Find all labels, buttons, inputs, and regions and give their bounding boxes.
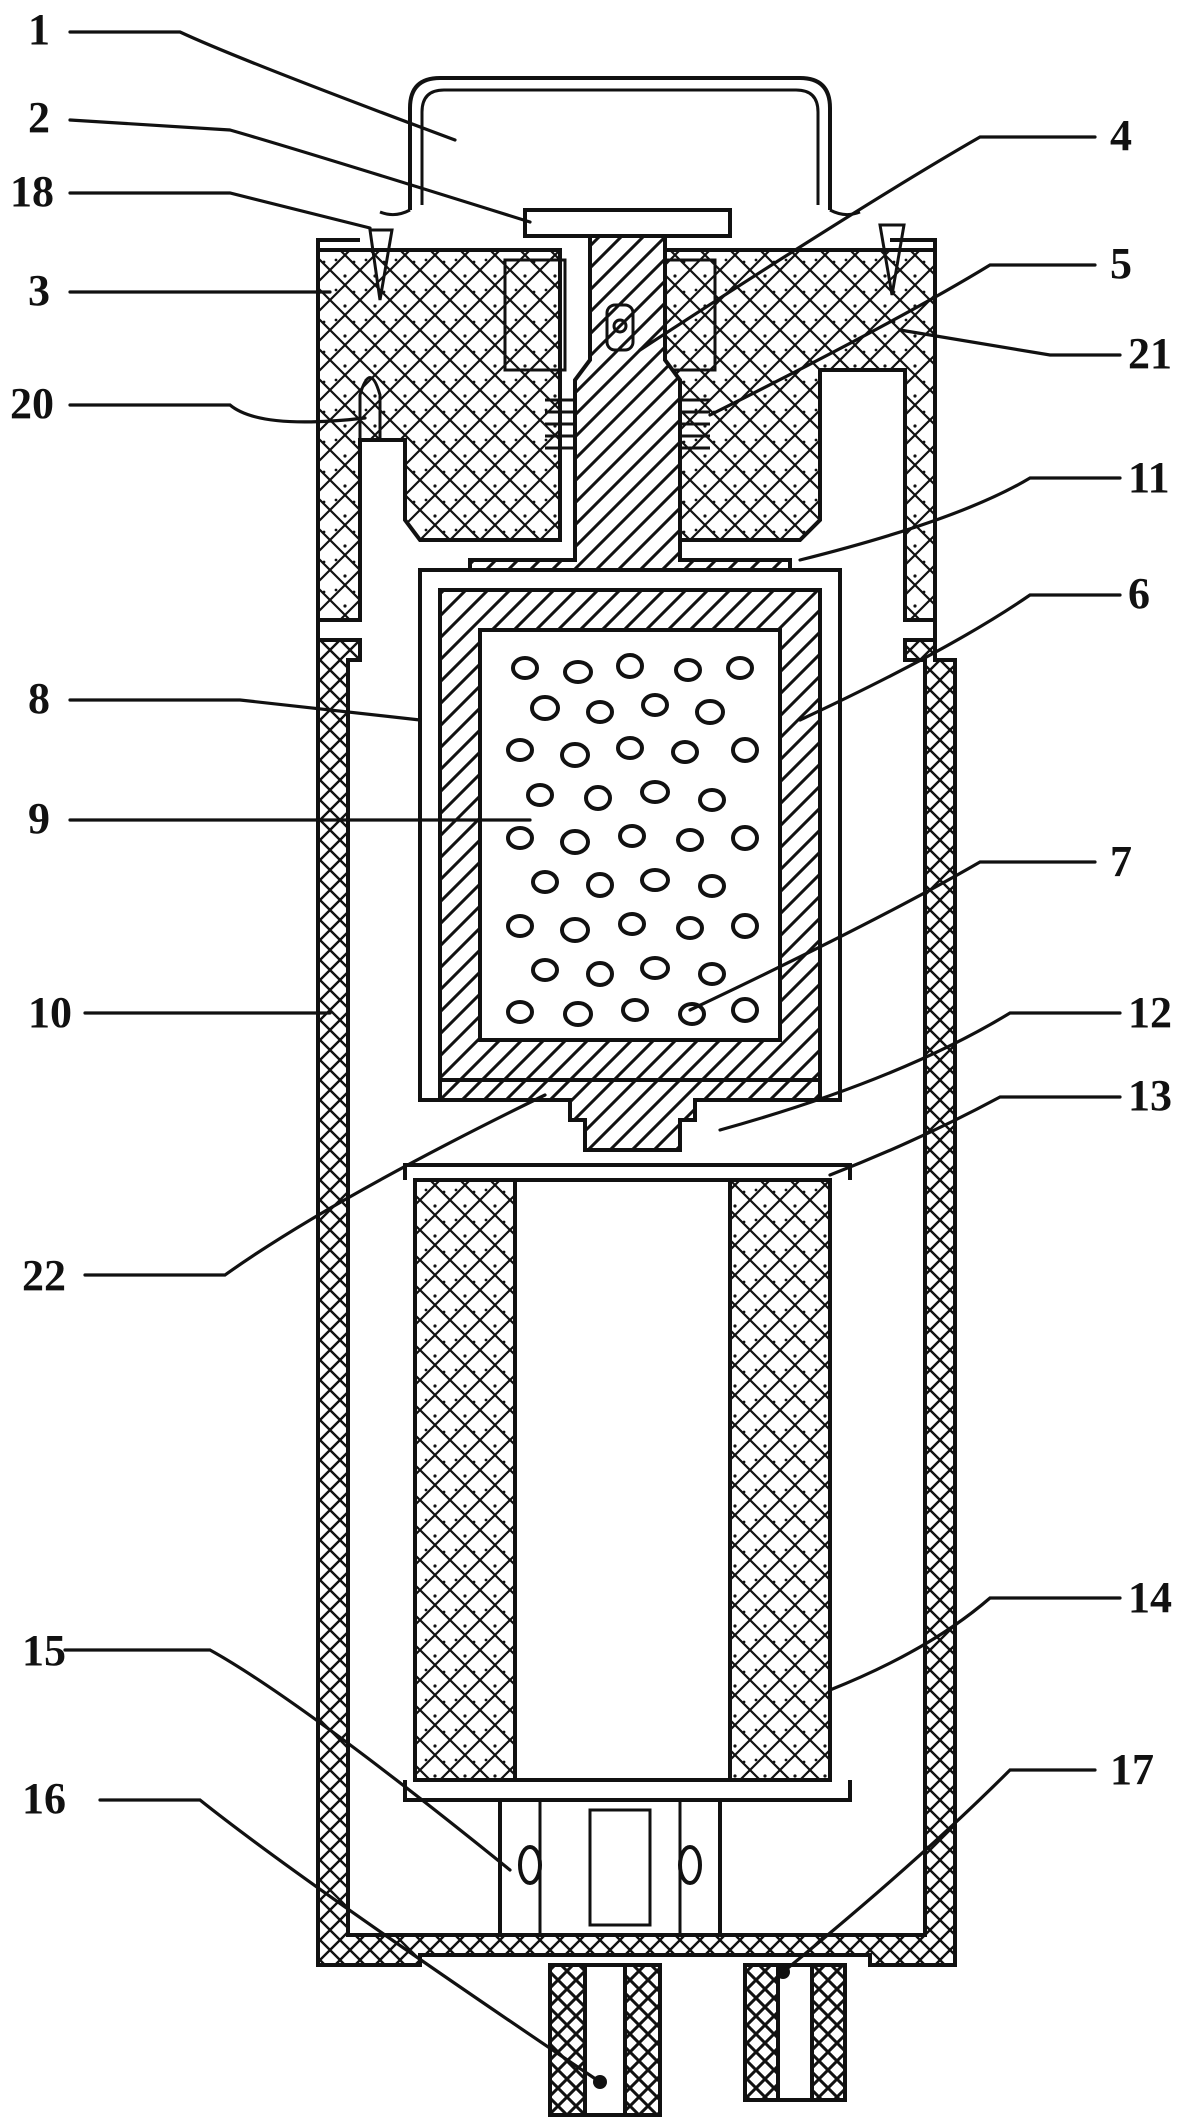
label-1: 1	[28, 5, 50, 54]
outer-housing	[316, 638, 957, 1967]
label-14: 14	[1128, 1573, 1172, 1622]
label-21: 21	[1128, 329, 1172, 378]
upper-cartridge	[418, 568, 842, 1152]
label-3: 3	[28, 266, 50, 315]
granular-media	[506, 653, 759, 1027]
label-2: 2	[28, 93, 50, 142]
label-13: 13	[1128, 1071, 1172, 1120]
label-4: 4	[1110, 111, 1132, 160]
label-18: 18	[10, 167, 54, 216]
label-7: 7	[1110, 837, 1132, 886]
leader-lines	[63, 30, 1122, 2084]
outlet-tubes	[548, 1963, 847, 2117]
label-16: 16	[22, 1774, 66, 1823]
label-6: 6	[1128, 569, 1150, 618]
label-8: 8	[28, 674, 50, 723]
label-9: 9	[28, 794, 50, 843]
label-12: 12	[1128, 988, 1172, 1037]
label-17: 17	[1110, 1745, 1154, 1794]
label-10: 10	[28, 988, 72, 1037]
top-cap	[379, 76, 861, 217]
head-block	[316, 223, 937, 640]
part-labels: 1 2 18 3 20 8 9 10 22 15 16 4 5 21 11 6 …	[10, 5, 1172, 1823]
label-11: 11	[1128, 453, 1170, 502]
label-5: 5	[1110, 239, 1132, 288]
label-15: 15	[22, 1626, 66, 1675]
lower-cartridge	[403, 1163, 852, 1937]
label-20: 20	[10, 379, 54, 428]
label-22: 22	[22, 1251, 66, 1300]
